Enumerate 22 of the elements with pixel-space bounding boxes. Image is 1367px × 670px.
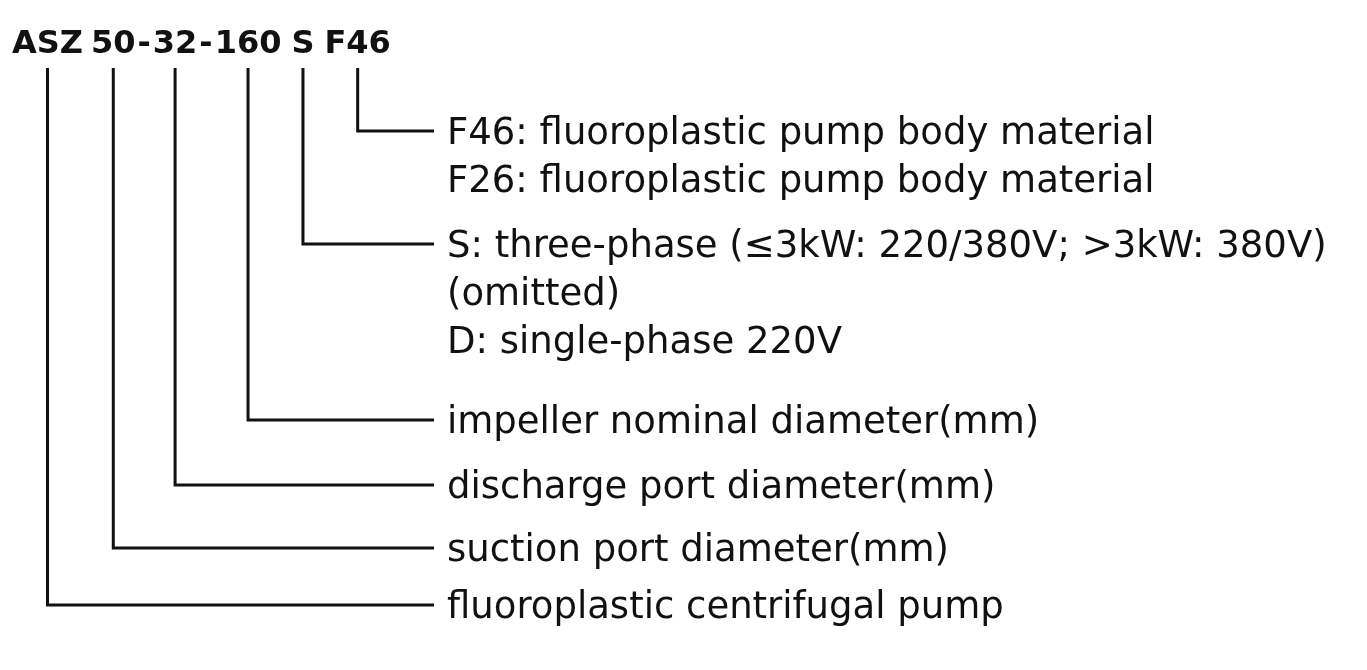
description-text: D: single-phase 220V [447,318,843,364]
description-text: S: three-phase (≤3kW: 220/380V; >3kW: 380V) (omitted) [447,222,1328,316]
description-text: fluoroplastic centrifugal pump [447,583,1005,629]
description-text: F46: fluoroplastic pump body material [447,109,1156,155]
leader-line [111,68,434,550]
leader-line [246,68,434,422]
code-separator: - [199,23,213,61]
description-text: suction port diameter(mm) [447,526,950,572]
model-code-label: S [291,23,315,68]
leader-line [173,68,434,487]
model-code-label: 50 [91,23,136,68]
leader-line [301,68,434,246]
model-code-label: 160 [214,23,282,68]
description-text: F26: fluoroplastic pump body material [447,157,1156,203]
model-code-label: ASZ [12,23,83,68]
model-code-label: 32 [152,23,198,68]
description-text: impeller nominal diameter(mm) [447,398,1041,444]
leader-line [356,68,434,133]
model-code-label: F46 [324,23,391,68]
leader-line [46,68,434,607]
code-separator: - [137,23,151,61]
description-text: discharge port diameter(mm) [447,463,997,509]
